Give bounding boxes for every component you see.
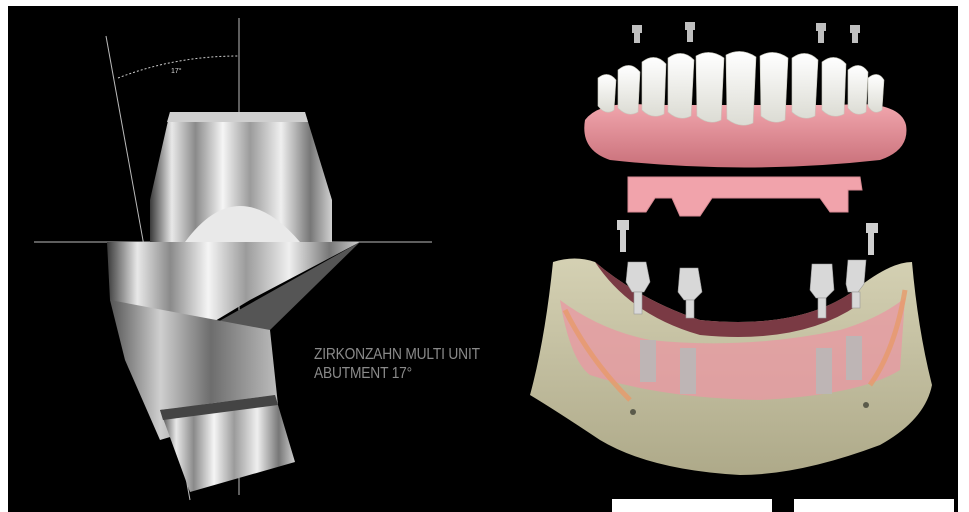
caption-line-1: ZIRKONZAHN MULTI UNIT [314,345,480,364]
bottom-white-box-left [612,499,772,512]
bottom-white-box-right [794,499,954,512]
caption: ZIRKONZAHN MULTI UNIT ABUTMENT 17° [314,345,480,383]
angle-label: 17° [171,68,182,75]
caption-line-2: ABUTMENT 17° [314,364,480,383]
